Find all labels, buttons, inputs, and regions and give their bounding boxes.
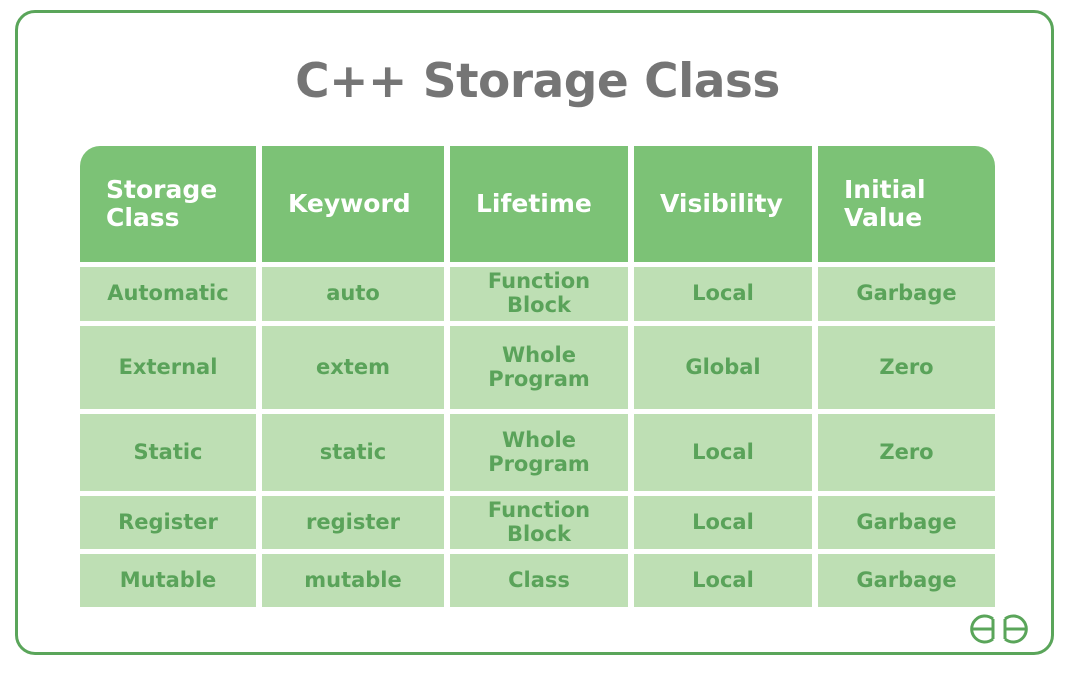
cell-initial-value: Garbage [818, 267, 995, 321]
cell-visibility: Local [634, 496, 812, 549]
column-header-storage-class: Storage Class [80, 146, 256, 262]
cell-keyword: auto [262, 267, 444, 321]
cell-initial-value: Zero [818, 326, 995, 409]
table-row: Automatic auto Function Block Local Garb… [80, 267, 995, 321]
table-row: Mutable mutable Class Local Garbage [80, 554, 995, 607]
cell-storage-class: External [80, 326, 256, 409]
table-header-row: Storage Class Keyword Lifetime Visibilit… [80, 146, 995, 262]
geeksforgeeks-logo-icon [963, 607, 1035, 651]
page-title: C++ Storage Class [295, 54, 780, 109]
cell-initial-value: Garbage [818, 554, 995, 607]
table-row: Static static Whole Program Local Zero [80, 414, 995, 491]
cell-visibility: Local [634, 414, 812, 491]
cell-storage-class: Automatic [80, 267, 256, 321]
storage-class-table: Storage Class Keyword Lifetime Visibilit… [80, 146, 995, 607]
cell-keyword: mutable [262, 554, 444, 607]
column-header-keyword: Keyword [262, 146, 444, 262]
cell-visibility: Global [634, 326, 812, 409]
cell-lifetime: Class [450, 554, 628, 607]
cell-lifetime: Function Block [450, 496, 628, 549]
table-row: Register register Function Block Local G… [80, 496, 995, 549]
cell-storage-class: Static [80, 414, 256, 491]
column-header-initial-value: Initial Value [818, 146, 995, 262]
cell-lifetime: Whole Program [450, 414, 628, 491]
cell-initial-value: Garbage [818, 496, 995, 549]
cell-keyword: static [262, 414, 444, 491]
cell-keyword: register [262, 496, 444, 549]
cell-lifetime: Function Block [450, 267, 628, 321]
cell-storage-class: Mutable [80, 554, 256, 607]
cell-storage-class: Register [80, 496, 256, 549]
column-header-lifetime: Lifetime [450, 146, 628, 262]
cell-keyword: extem [262, 326, 444, 409]
cell-visibility: Local [634, 267, 812, 321]
cell-initial-value: Zero [818, 414, 995, 491]
cell-lifetime: Whole Program [450, 326, 628, 409]
column-header-visibility: Visibility [634, 146, 812, 262]
cell-visibility: Local [634, 554, 812, 607]
table-row: External extem Whole Program Global Zero [80, 326, 995, 409]
